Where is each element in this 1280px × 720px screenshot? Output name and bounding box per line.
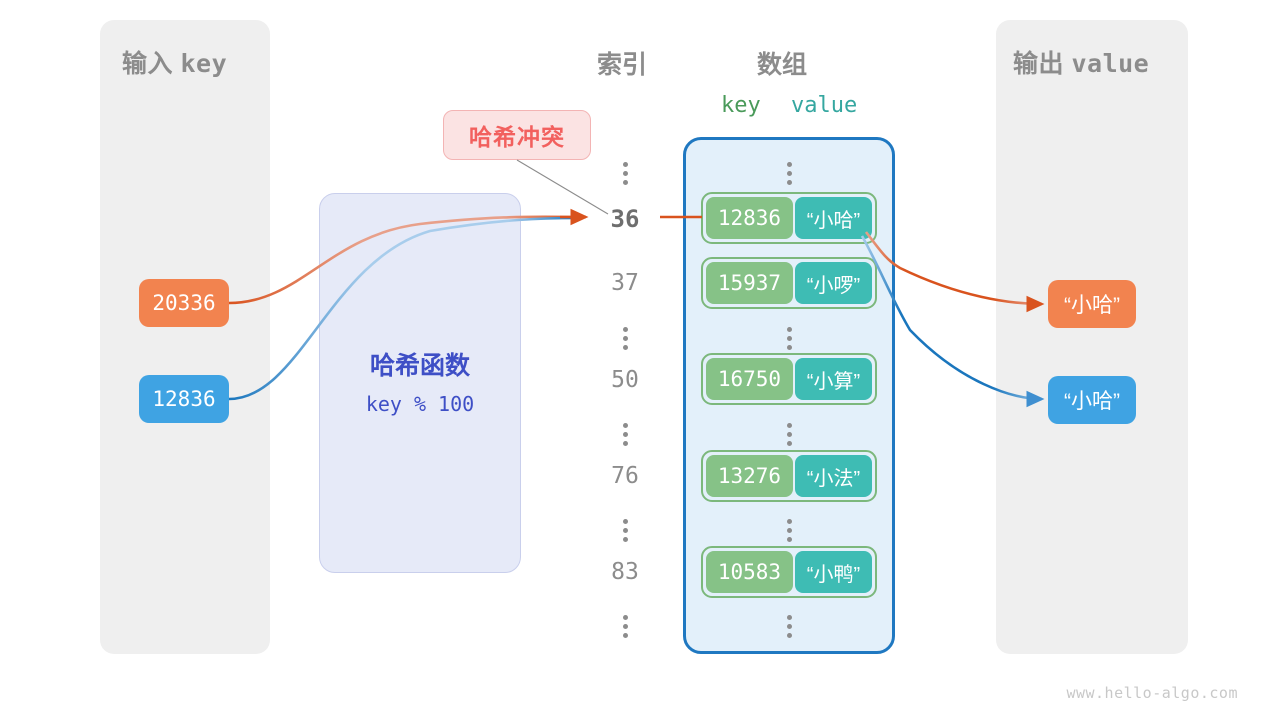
index-ellipsis-4 — [590, 611, 660, 642]
array-ellipsis-3 — [683, 515, 895, 546]
index-column-header: 索引 — [597, 51, 648, 79]
bucket-36-value: “小哈” — [794, 197, 872, 239]
bucket-83-key: 10583 — [706, 551, 793, 593]
hash-function-expression: key % 100 — [365, 392, 475, 416]
bucket-37-value: “小啰” — [794, 262, 872, 304]
array-column-header: 数组 — [757, 51, 808, 79]
bucket-50[interactable]: 16750 “小算” — [701, 353, 877, 405]
collision-label: 哈希冲突 — [469, 124, 565, 150]
value-subheader: value — [791, 93, 858, 118]
output-title-mono: value — [1071, 49, 1150, 78]
index-label-50: 50 — [611, 367, 639, 393]
input-title-mono: key — [180, 49, 228, 78]
output-panel-title: 输出 value — [1013, 44, 1149, 80]
index-ellipsis-3 — [590, 515, 660, 546]
index-label-37: 37 — [611, 270, 639, 296]
bucket-76-value: “小法” — [794, 455, 872, 497]
output-value-chip-1[interactable]: “小哈” — [1048, 376, 1136, 424]
bucket-76-key: 13276 — [706, 455, 793, 497]
index-ellipsis-2 — [590, 419, 660, 450]
index-label-76: 76 — [611, 463, 639, 489]
index-ellipsis-0 — [590, 158, 660, 189]
hash-function-name: 哈希函数 — [369, 352, 470, 380]
bucket-50-value: “小算” — [794, 358, 872, 400]
index-ellipsis-1 — [590, 323, 660, 354]
hash-function-box: 哈希函数 key % 100 — [319, 193, 521, 573]
array-ellipsis-0 — [683, 158, 895, 189]
bucket-37-key: 15937 — [706, 262, 793, 304]
input-panel-title: 输入 key — [122, 44, 227, 80]
array-ellipsis-4 — [683, 611, 895, 642]
watermark: www.hello-algo.com — [1066, 684, 1238, 702]
index-label-36: 36 — [610, 205, 640, 233]
bucket-83[interactable]: 10583 “小鸭” — [701, 546, 877, 598]
bucket-76[interactable]: 13276 “小法” — [701, 450, 877, 502]
output-panel — [996, 20, 1188, 654]
bucket-83-value: “小鸭” — [794, 551, 872, 593]
array-ellipsis-1 — [683, 323, 895, 354]
index-label-83: 83 — [611, 559, 639, 585]
input-title-cn: 输入 — [122, 50, 174, 78]
bucket-36[interactable]: 12836 “小哈” — [701, 192, 877, 244]
input-panel — [100, 20, 270, 654]
array-ellipsis-2 — [683, 419, 895, 450]
bucket-36-key: 12836 — [706, 197, 793, 239]
bucket-50-key: 16750 — [706, 358, 793, 400]
key-subheader: key — [721, 93, 761, 118]
input-key-chip-1[interactable]: 12836 — [139, 375, 229, 423]
collision-callout: 哈希冲突 — [443, 110, 591, 160]
input-key-chip-0[interactable]: 20336 — [139, 279, 229, 327]
output-title-cn: 输出 — [1013, 50, 1065, 78]
output-value-chip-0[interactable]: “小哈” — [1048, 280, 1136, 328]
bucket-37[interactable]: 15937 “小啰” — [701, 257, 877, 309]
